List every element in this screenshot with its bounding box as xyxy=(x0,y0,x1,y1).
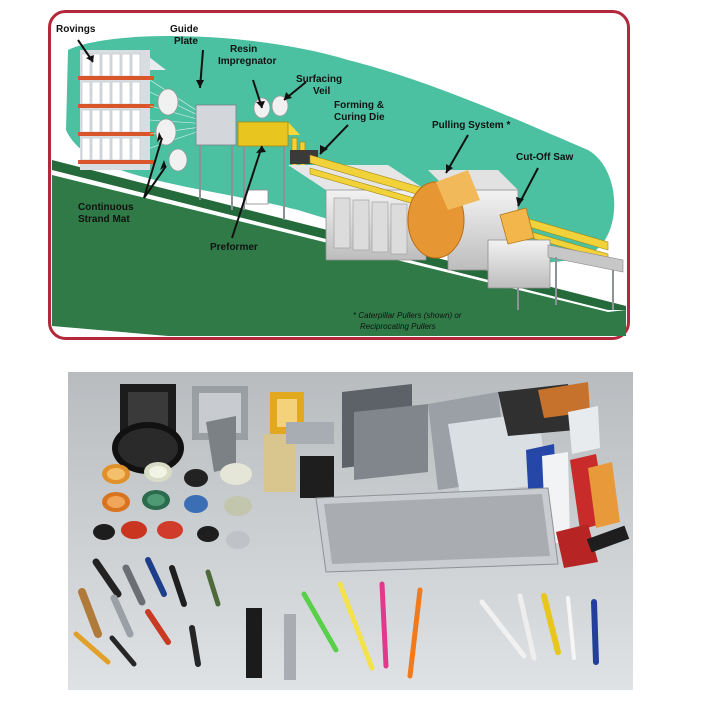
strand-mat-rolls xyxy=(155,88,188,172)
dark-bar-right xyxy=(586,525,630,553)
pulling-system xyxy=(407,170,519,271)
rovings-rack xyxy=(78,50,166,170)
label-preformer: Preformer xyxy=(210,242,258,253)
bottom-right-rods xyxy=(479,593,599,665)
striped-rods xyxy=(301,581,423,679)
callout-arrowheads xyxy=(86,55,524,206)
label-mat-line2: Strand Mat xyxy=(78,214,130,225)
round-rods-cluster xyxy=(93,462,252,549)
footnote-line2: Reciprocating Pullers xyxy=(360,322,436,331)
label-resin-line2: Impregnator xyxy=(218,56,276,67)
small-rods xyxy=(73,557,221,667)
angle-profiles xyxy=(206,416,334,498)
label-die-line2: Curing Die xyxy=(334,112,385,123)
label-guide-plate-line2: Plate xyxy=(174,36,198,47)
label-cut-off-saw: Cut-Off Saw xyxy=(516,152,573,163)
fiberglass-profiles-photo xyxy=(68,372,633,690)
label-resin-line1: Resin xyxy=(230,44,257,55)
flat-bars xyxy=(246,608,296,680)
label-rovings: Rovings xyxy=(56,24,96,35)
guide-plate xyxy=(195,104,237,210)
label-pulling-system: Pulling System * xyxy=(432,120,510,131)
aluminum-tray xyxy=(315,487,559,573)
footnote-line1: * Caterpillar Pullers (shown) or xyxy=(353,311,462,320)
channel-profiles xyxy=(342,382,600,494)
roller-conveyor xyxy=(547,244,624,310)
label-guide-plate-line1: Guide xyxy=(170,24,199,35)
label-mat-line1: Continuous xyxy=(78,202,134,213)
large-round-tube xyxy=(112,422,184,474)
label-veil-line2: Veil xyxy=(313,86,330,97)
cut-off-saw xyxy=(487,207,551,310)
label-veil-line1: Surfacing xyxy=(296,74,342,85)
label-die-line1: Forming & xyxy=(334,100,384,111)
pultrusion-diagram: Rovings Guide Plate Resin Impregnator Su… xyxy=(48,10,630,340)
